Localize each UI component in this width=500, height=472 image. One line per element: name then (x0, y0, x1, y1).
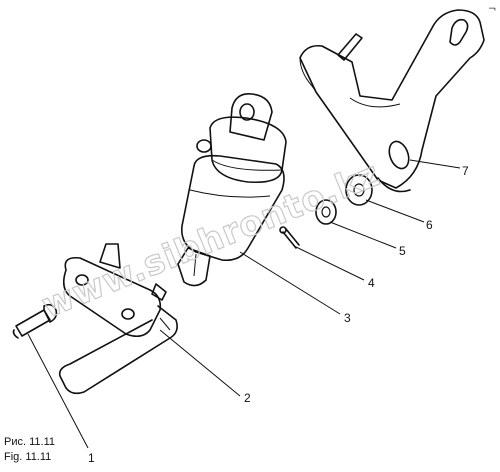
callout-6: 6 (426, 218, 433, 232)
corner-mark: ¬ (488, 4, 496, 15)
leader-6 (365, 199, 425, 223)
callout-7: 7 (462, 164, 469, 178)
callout-4: 4 (368, 276, 375, 290)
callout-1: 1 (88, 451, 95, 465)
leader-1 (27, 333, 89, 449)
spacer-washer-icon (345, 174, 373, 206)
callout-5: 5 (399, 244, 406, 258)
leader-2 (159, 329, 241, 397)
callout-3: 3 (344, 311, 351, 325)
leader-4 (293, 245, 365, 281)
figure-caption-ru: Рис. 11.11 (4, 436, 55, 448)
bolt-icon (12, 303, 58, 339)
figure-caption-en: Fig. 11.11 (4, 451, 52, 463)
leader-5 (329, 221, 397, 249)
leader-lines (27, 159, 461, 449)
watermark: www.sibhronto.kz (36, 154, 385, 326)
callout-2: 2 (244, 391, 251, 405)
cotter-pin-icon (279, 226, 300, 249)
leader-3 (239, 251, 341, 315)
washer-icon (315, 199, 337, 225)
callout-numbers: 1 2 3 4 5 6 7 (88, 164, 469, 465)
upper-bracket-icon (299, 9, 485, 193)
cylinder-assembly-icon (177, 92, 287, 287)
leader-7 (409, 159, 461, 169)
lower-bracket-icon (58, 243, 178, 395)
